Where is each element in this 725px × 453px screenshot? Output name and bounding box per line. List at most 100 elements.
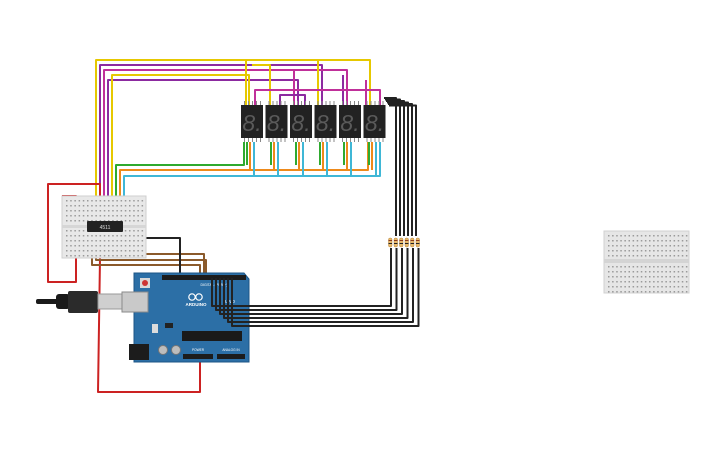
arduino-uno-board[interactable]: DIGITAL (PWM~) ARDUINO UNO POWER ANALOG … bbox=[121, 272, 250, 363]
wire[interactable] bbox=[99, 64, 323, 220]
hole bbox=[612, 281, 614, 283]
wire[interactable] bbox=[219, 248, 403, 315]
hole bbox=[665, 255, 667, 257]
hole bbox=[636, 286, 639, 288]
hole bbox=[685, 240, 688, 242]
hole bbox=[141, 250, 144, 252]
wire[interactable] bbox=[91, 258, 201, 275]
seven-segment-displays[interactable]: 8.8.8.8.8.8. bbox=[241, 101, 386, 142]
hole bbox=[636, 291, 639, 293]
hole bbox=[120, 215, 123, 217]
hole bbox=[120, 205, 123, 207]
wire[interactable] bbox=[103, 69, 348, 220]
right-breadboard[interactable] bbox=[603, 230, 690, 294]
wire[interactable] bbox=[227, 248, 414, 323]
resistor[interactable] bbox=[410, 237, 415, 248]
wire[interactable] bbox=[387, 101, 409, 237]
wire[interactable] bbox=[115, 142, 245, 220]
hole bbox=[87, 215, 89, 217]
wire[interactable] bbox=[252, 64, 271, 105]
hole bbox=[120, 245, 123, 247]
hole bbox=[673, 281, 676, 283]
hole bbox=[649, 235, 651, 237]
wire[interactable] bbox=[384, 97, 397, 236]
wire[interactable] bbox=[389, 104, 417, 237]
hole bbox=[636, 255, 639, 257]
hole bbox=[91, 200, 93, 202]
wire[interactable] bbox=[279, 94, 306, 105]
resistor[interactable] bbox=[399, 237, 404, 248]
hole bbox=[133, 250, 135, 252]
wire[interactable] bbox=[223, 248, 409, 319]
hole bbox=[91, 240, 93, 242]
hole bbox=[116, 245, 118, 247]
wire[interactable] bbox=[95, 59, 371, 220]
hole bbox=[632, 276, 635, 278]
wire[interactable] bbox=[111, 74, 250, 220]
hole bbox=[677, 271, 680, 273]
hole bbox=[640, 245, 643, 247]
hole bbox=[137, 210, 139, 212]
hole bbox=[608, 286, 610, 288]
hole bbox=[87, 255, 89, 257]
hole bbox=[665, 235, 667, 237]
decoder-chip[interactable]: 4511 bbox=[87, 221, 123, 232]
seven-segment-display[interactable]: 8. bbox=[339, 101, 361, 142]
resistor[interactable] bbox=[404, 237, 409, 248]
hole bbox=[124, 205, 127, 207]
resistor[interactable] bbox=[393, 237, 398, 248]
hole bbox=[616, 286, 618, 288]
hole bbox=[108, 245, 110, 247]
display-pin bbox=[325, 101, 327, 105]
hole bbox=[673, 276, 676, 278]
hole bbox=[608, 291, 610, 293]
hole bbox=[640, 291, 643, 293]
hole bbox=[82, 255, 85, 257]
resistors[interactable] bbox=[388, 237, 420, 248]
wire[interactable] bbox=[254, 89, 381, 105]
header-wires[interactable] bbox=[211, 248, 420, 327]
hole bbox=[133, 240, 135, 242]
digital-header[interactable] bbox=[162, 275, 246, 280]
hole bbox=[624, 266, 626, 268]
wire[interactable] bbox=[97, 257, 201, 393]
breadboard-holes bbox=[608, 235, 688, 293]
usb-cable-icon[interactable] bbox=[36, 291, 125, 313]
hole bbox=[640, 255, 643, 257]
display-pin bbox=[297, 138, 298, 142]
wire[interactable] bbox=[215, 248, 398, 311]
wire[interactable] bbox=[107, 79, 299, 220]
wire[interactable] bbox=[123, 142, 381, 220]
hole bbox=[133, 245, 135, 247]
hole bbox=[608, 235, 610, 237]
seven-segment-display[interactable]: 8. bbox=[290, 101, 312, 142]
wire[interactable] bbox=[388, 103, 413, 236]
wires[interactable] bbox=[47, 59, 417, 393]
seven-segment-display[interactable]: 8. bbox=[241, 101, 263, 142]
hole bbox=[108, 240, 110, 242]
wire[interactable] bbox=[211, 248, 392, 307]
seven-segment-display[interactable]: 8. bbox=[265, 101, 288, 142]
wire[interactable] bbox=[385, 98, 401, 237]
hole bbox=[99, 255, 102, 257]
hole bbox=[108, 255, 110, 257]
seven-segment-display[interactable]: 8. bbox=[363, 101, 386, 142]
hole bbox=[632, 286, 635, 288]
resistor[interactable] bbox=[388, 237, 393, 248]
hole bbox=[78, 200, 81, 202]
wire[interactable] bbox=[386, 100, 405, 236]
seven-segment-display[interactable]: 8. bbox=[314, 101, 337, 142]
resistor[interactable] bbox=[415, 237, 420, 248]
display-pin bbox=[297, 101, 298, 105]
wire[interactable] bbox=[62, 183, 101, 196]
display-digit: 8. bbox=[267, 110, 286, 136]
wire[interactable] bbox=[95, 258, 207, 275]
display-pin bbox=[260, 138, 261, 142]
wire[interactable] bbox=[231, 248, 420, 327]
power-header[interactable] bbox=[183, 354, 213, 359]
hole bbox=[653, 271, 655, 273]
hole bbox=[665, 286, 667, 288]
display-pin bbox=[342, 101, 343, 105]
analog-header[interactable] bbox=[217, 354, 245, 359]
